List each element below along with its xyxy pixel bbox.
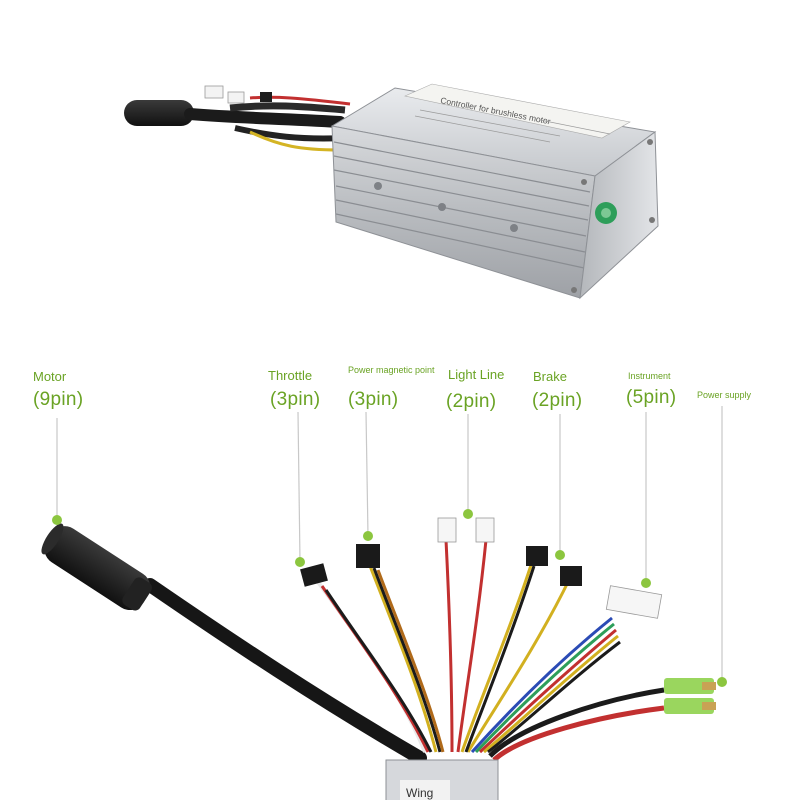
power-magnetic-point-pins: (3pin) xyxy=(348,389,399,410)
power-supply-label: Power supply xyxy=(697,390,752,400)
throttle-label: Throttle xyxy=(268,368,313,383)
motor-plug xyxy=(124,100,194,126)
wiring-harness: Wing xyxy=(41,517,716,800)
motor-connector xyxy=(41,523,152,611)
callout-pointers xyxy=(52,406,727,687)
light-line-pins: (2pin) xyxy=(446,391,497,412)
instrument-pins: (5pin) xyxy=(626,387,677,408)
controller-box: Controller for brushless motor xyxy=(124,83,659,300)
brake-pins: (2pin) xyxy=(532,390,583,411)
instrument-label: Instrument xyxy=(628,371,671,381)
throttle-pins: (3pin) xyxy=(270,389,321,410)
power-magnetic-point-label: Power magnetic point xyxy=(348,365,435,375)
bottom-label: Wing xyxy=(406,786,433,800)
motor-label: Motor xyxy=(33,369,67,384)
light-line-label: Light Line xyxy=(448,367,505,382)
motor-pins: (9pin) xyxy=(33,389,84,410)
brake-label: Brake xyxy=(533,369,567,384)
